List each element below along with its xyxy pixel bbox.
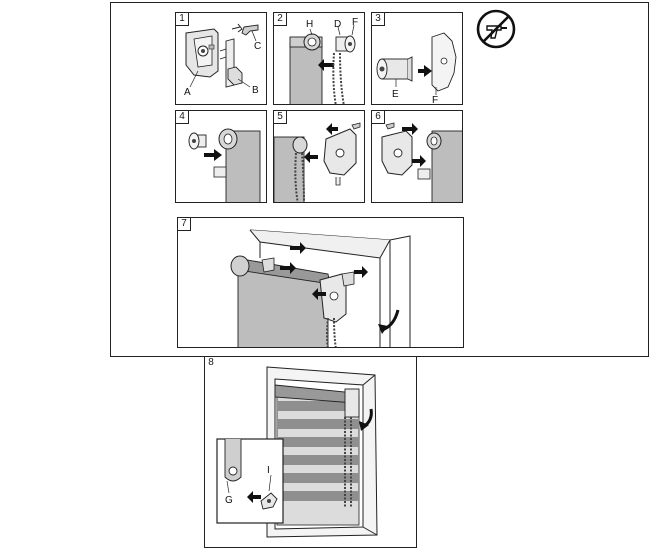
label-h: H [306, 19, 313, 30]
end-cap-icon [376, 32, 457, 95]
step-number: 4 [176, 111, 189, 124]
label-g: G [225, 495, 233, 506]
step-number: 3 [372, 13, 385, 26]
step-4-panel: 4 [175, 110, 267, 203]
step-number: 8 [205, 357, 217, 369]
step-3-panel: 3 E F [371, 12, 463, 105]
step-number: 6 [372, 111, 385, 124]
label-b: B [252, 85, 259, 96]
step-number: 7 [178, 218, 191, 231]
label-i: I [267, 465, 270, 476]
window-frame-icon [230, 229, 411, 347]
no-drill-icon [476, 9, 516, 49]
arrow-icon [204, 149, 222, 161]
step-number: 5 [274, 111, 287, 124]
step-8-panel: 8 I G [204, 356, 417, 548]
step-5-panel: 5 [273, 110, 365, 203]
label-d: D [334, 19, 341, 30]
label-f: F [352, 17, 358, 28]
step-2-panel: 2 H D F [273, 12, 365, 105]
step-6-panel: 6 [371, 110, 463, 203]
label-c: C [254, 41, 261, 52]
step-7-panel: 7 [177, 217, 464, 348]
bracket-icon [185, 23, 259, 88]
label-f: F [432, 95, 438, 105]
step-number: 1 [176, 13, 189, 26]
label-e: E [392, 89, 399, 100]
label-a: A [184, 87, 191, 98]
roller-tube-icon [289, 24, 356, 104]
step-1-panel: 1 A B C [175, 12, 267, 105]
step-number: 2 [274, 13, 287, 26]
